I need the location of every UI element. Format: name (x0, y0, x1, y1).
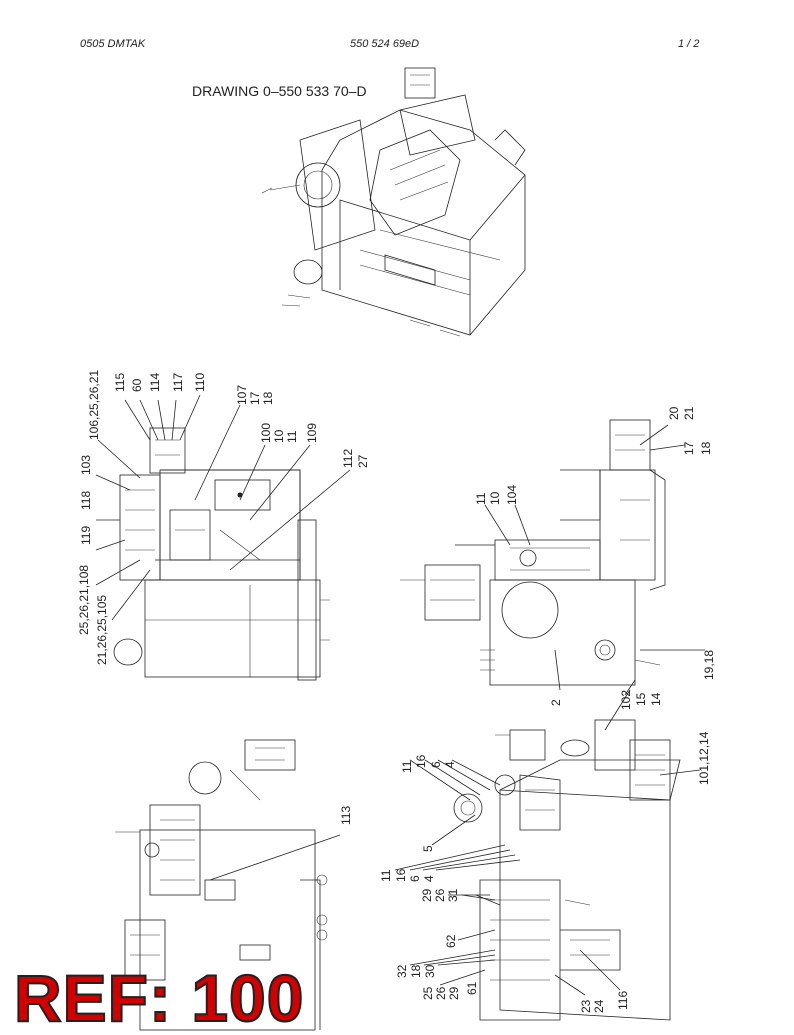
header-page-number: 1 / 2 (678, 38, 700, 50)
label-21: 21 (682, 406, 696, 420)
header-document-number: 550 524 69eD (350, 38, 420, 50)
label-6-mid: 6 (408, 875, 422, 882)
bottom-right-view (453, 719, 681, 1021)
label-114: 114 (148, 373, 162, 392)
label-24: 24 (592, 999, 606, 1013)
label-17: 17 (682, 441, 696, 455)
callout-labels-front: 11 10 104 20 21 17 18 19,18 2 102 15 14 (474, 406, 716, 710)
label-113: 113 (339, 806, 353, 825)
label-16-top: 16 (414, 754, 428, 768)
label-18: 18 (699, 441, 713, 455)
label-6-top: 6 (429, 761, 443, 768)
label-109: 109 (305, 423, 319, 443)
leader-lines-bottom-left (209, 834, 341, 881)
label-18: 18 (261, 391, 275, 405)
label-11: 11 (285, 430, 299, 443)
label-10: 10 (488, 491, 502, 505)
isometric-view (261, 67, 526, 337)
callout-labels-side-left: 106,25,26,21 115 60 114 117 110 107 17 1… (77, 370, 370, 665)
label-112: 112 (341, 449, 355, 468)
label-19-18: 19,18 (702, 650, 716, 680)
label-101-12-14: 101,12,14 (697, 731, 711, 785)
label-110: 110 (193, 373, 207, 392)
label-26: 26 (433, 888, 447, 902)
label-106-25-26-21: 106,25,26,21 (87, 370, 101, 440)
label-20: 20 (667, 406, 681, 420)
label-5: 5 (421, 845, 435, 852)
label-30: 30 (423, 964, 437, 978)
label-116: 116 (616, 991, 630, 1010)
label-60: 60 (130, 378, 144, 392)
bottom-left-view (115, 739, 328, 1031)
side-view-left (113, 427, 330, 681)
label-118: 118 (79, 491, 93, 510)
label-102: 102 (619, 690, 633, 710)
label-14: 14 (649, 692, 663, 706)
leader-lines-side-left (95, 394, 351, 621)
label-18: 18 (409, 964, 423, 978)
label-16-mid: 16 (394, 868, 408, 882)
label-23: 23 (579, 999, 593, 1013)
label-107: 107 (235, 385, 249, 405)
label-61: 61 (465, 981, 479, 995)
ref-badge: REF: 100 (13, 961, 305, 1035)
label-11: 11 (474, 492, 488, 505)
label-10: 10 (272, 429, 286, 443)
leader-lines-bottom-right (394, 689, 701, 996)
label-15: 15 (634, 692, 648, 706)
label-2: 2 (549, 699, 563, 706)
label-29-low: 29 (447, 986, 461, 1000)
label-31: 31 (446, 888, 460, 902)
label-21-26-25-105: 21,26,25,105 (95, 595, 109, 665)
label-62: 62 (444, 934, 458, 948)
leader-lines-front (484, 424, 705, 696)
label-117: 117 (171, 373, 185, 392)
label-104: 104 (505, 485, 519, 505)
label-25: 25 (421, 986, 435, 1000)
header-drawing-code: 0505 DMTAK (80, 38, 146, 50)
label-103: 103 (79, 455, 93, 475)
callout-labels-bottom-right: 11 16 6 4 5 11 16 6 4 29 26 31 62 32 18 … (379, 731, 711, 1013)
label-32: 32 (395, 964, 409, 978)
label-119: 119 (79, 526, 93, 545)
callout-labels-bottom-left: 113 (339, 806, 353, 825)
label-115: 115 (113, 373, 127, 392)
label-4-mid: 4 (422, 875, 436, 882)
label-25-26-21-108: 25,26,21,108 (77, 565, 91, 635)
label-17: 17 (248, 391, 262, 405)
label-4-top: 4 (443, 761, 457, 768)
label-100: 100 (259, 423, 273, 443)
drawing-title: DRAWING 0–550 533 70–D (192, 83, 367, 99)
label-29: 29 (420, 888, 434, 902)
front-view (400, 419, 666, 686)
label-11-mid: 11 (379, 869, 393, 882)
label-27: 27 (356, 454, 370, 468)
label-11-top: 11 (400, 760, 414, 773)
label-26-low: 26 (434, 986, 448, 1000)
